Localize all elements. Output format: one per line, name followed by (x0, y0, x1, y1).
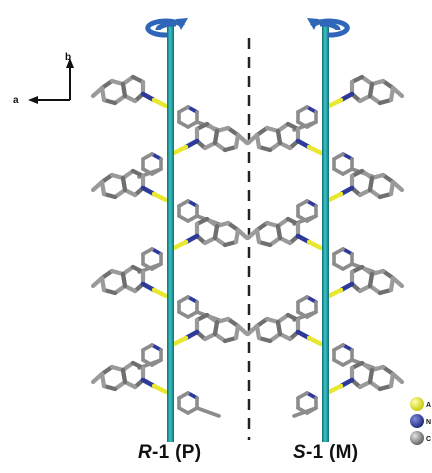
left-ligand-6 (90, 360, 157, 392)
left-ring-5 (137, 343, 163, 370)
right-ring-4 (292, 295, 318, 322)
axis-indicator (28, 58, 74, 104)
left-ligand-5 (183, 312, 250, 344)
legend-swatch-yellow (410, 397, 424, 411)
helix-axis-right (322, 22, 329, 442)
panel-label-right: S-1 (M) (293, 442, 358, 464)
left-ligand-4 (90, 264, 157, 296)
left-ligand-1 (183, 121, 250, 153)
right-ligand-1 (245, 121, 312, 153)
axis-b-label: b (65, 52, 71, 63)
rotation-arrow-right-icon (307, 18, 350, 38)
helix-axis-left (167, 22, 174, 442)
left-ligand-2 (90, 168, 157, 200)
right-ring-3 (332, 247, 376, 274)
panel-label-left-prefix: R (138, 442, 153, 463)
right-ligand-5 (245, 312, 312, 344)
panel-label-left: R-1 (P) (138, 442, 201, 464)
right-ring-5 (332, 343, 376, 370)
right-ring-6 (292, 391, 318, 418)
left-ring-3 (137, 247, 163, 274)
left-ligand-0 (90, 74, 157, 106)
left-ring-6 (177, 391, 221, 418)
right-ring-0 (292, 105, 318, 132)
legend-swatch-blue (410, 414, 424, 428)
left-ring-4 (177, 295, 221, 322)
legend-label-c: C (426, 436, 431, 443)
right-ligand-6 (338, 360, 405, 392)
legend-swatch-grey (410, 431, 424, 445)
right-ring-2 (292, 199, 318, 226)
right-ligand-0 (338, 74, 405, 106)
legend-label-a: A (426, 402, 431, 409)
panel-label-right-suffix: -1 (M) (305, 442, 359, 463)
panel-label-right-prefix: S (293, 442, 306, 463)
axis-a-label: a (13, 95, 19, 106)
panel-label-left-suffix: -1 (P) (152, 442, 202, 463)
rotation-arrow-left-icon (145, 18, 188, 38)
right-ligand-4 (338, 264, 405, 296)
helix-left-molecules (90, 74, 250, 418)
helix-right-molecules (245, 74, 405, 418)
legend: A N C (410, 397, 431, 445)
left-ring-2 (177, 199, 221, 226)
legend-label-n: N (426, 419, 431, 426)
